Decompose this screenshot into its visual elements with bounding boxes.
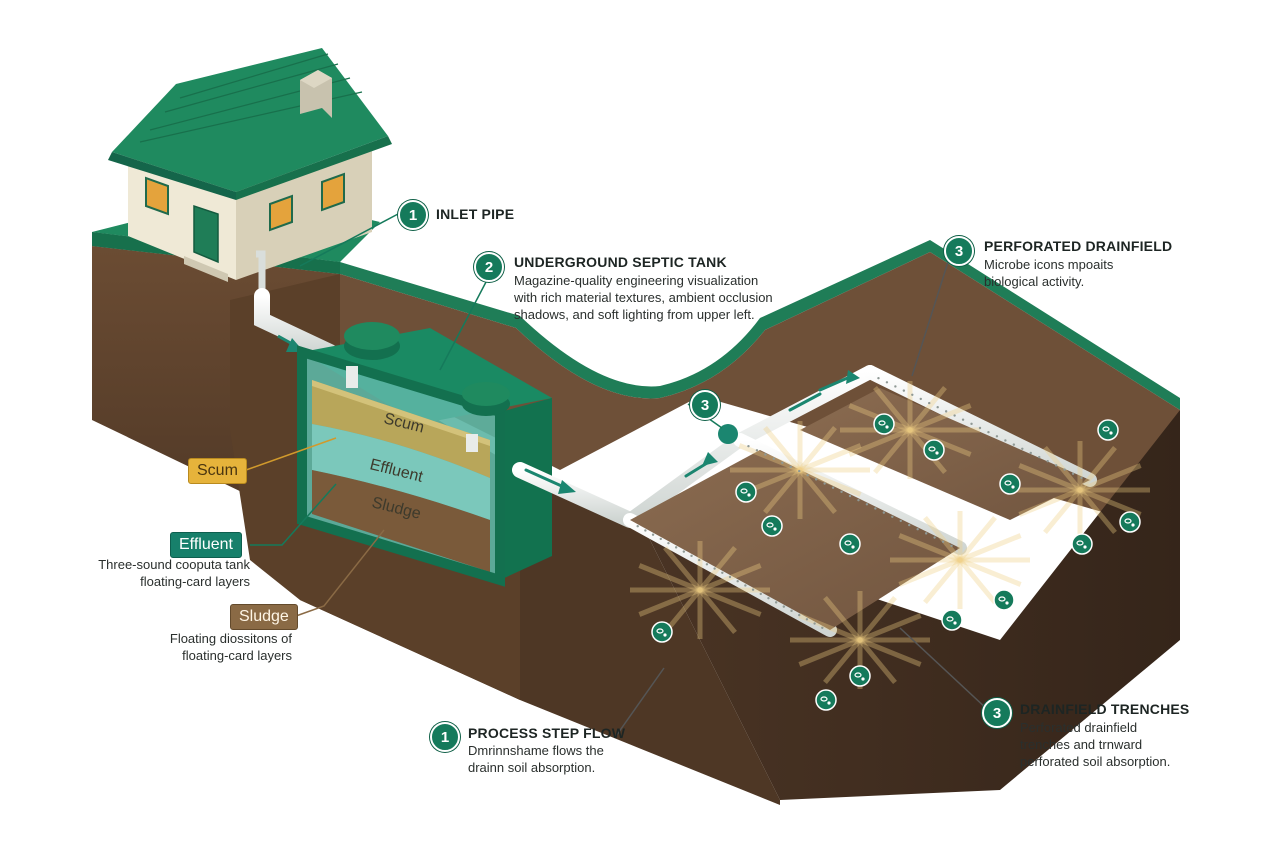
effluent-tag: Effluent	[170, 532, 242, 558]
flow-arrows	[558, 370, 860, 494]
scum-tag: Scum	[188, 458, 247, 484]
leader-lines	[245, 213, 989, 737]
callout-body: Magazine-quality engineering visualizati…	[514, 273, 773, 322]
microbe-icon	[993, 589, 1015, 611]
microbe-icon	[849, 665, 871, 687]
callout-inlet-pipe: 1 INLET PIPE	[398, 200, 578, 230]
microbe-icon	[873, 413, 895, 435]
callout-junction: 3	[690, 390, 720, 420]
pipe-junction	[718, 424, 738, 444]
microbe-icon	[1119, 511, 1141, 533]
step-badge: 1	[398, 200, 428, 230]
microbe-icon	[815, 689, 837, 711]
septic-tank	[297, 322, 552, 587]
callout-title: PROCESS STEP FLOW	[468, 725, 626, 741]
microbe-icon	[999, 473, 1021, 495]
flow-arrow-icon	[558, 480, 576, 494]
flow-arrow-icon	[702, 452, 718, 466]
callout-title: INLET PIPE	[436, 206, 515, 222]
microbe-icon	[1097, 419, 1119, 441]
microbe-icon	[1071, 533, 1093, 555]
house	[92, 48, 392, 296]
microbe-icon	[761, 515, 783, 537]
step-badge: 2	[474, 252, 504, 282]
callout-drainfield-trenches: 3 DRAINFIELD TRENCHES Perforated drainfi…	[982, 698, 1212, 773]
callout-title: PERFORATED DRAINFIELD	[984, 238, 1173, 254]
callout-process-flow: 1 PROCESS STEP FLOW Dmrinnshame flows th…	[430, 720, 650, 780]
callout-body: Perforated drainfield trenches and trnwa…	[1020, 720, 1171, 769]
sludge-tag: Sludge	[230, 604, 298, 630]
step-badge: 1	[430, 722, 460, 752]
microbe-icon	[923, 439, 945, 461]
callout-body: Microbe icons mpoaits biological activit…	[984, 257, 1114, 289]
callout-body: Dmrinnshame flows the drainn soil absorp…	[468, 743, 604, 775]
sludge-note: Floating diossitons of floating-card lay…	[169, 631, 292, 663]
microbe-icon	[651, 621, 673, 643]
step-badge: 3	[690, 390, 720, 420]
microbe-icon	[735, 481, 757, 503]
callout-title: DRAINFIELD TRENCHES	[1020, 701, 1190, 717]
flow-arrow-icon	[846, 370, 860, 384]
callout-title: UNDERGROUND SEPTIC TANK	[514, 254, 727, 270]
effluent-note: Three-sound cooputa tank floating-card l…	[98, 557, 250, 589]
pipe-perforations	[636, 376, 1083, 629]
step-badge: 3	[944, 236, 974, 266]
callout-drainfield: 3 PERFORATED DRAINFIELD Microbe icons mp…	[944, 236, 1194, 296]
absorption-glow	[630, 381, 1150, 689]
step-badge: 3	[982, 698, 1012, 728]
microbe-icons	[651, 413, 1141, 711]
callout-septic-tank: 2 UNDERGROUND SEPTIC TANK Magazine-quali…	[474, 252, 804, 332]
microbe-icon	[839, 533, 861, 555]
microbe-icon	[941, 609, 963, 631]
